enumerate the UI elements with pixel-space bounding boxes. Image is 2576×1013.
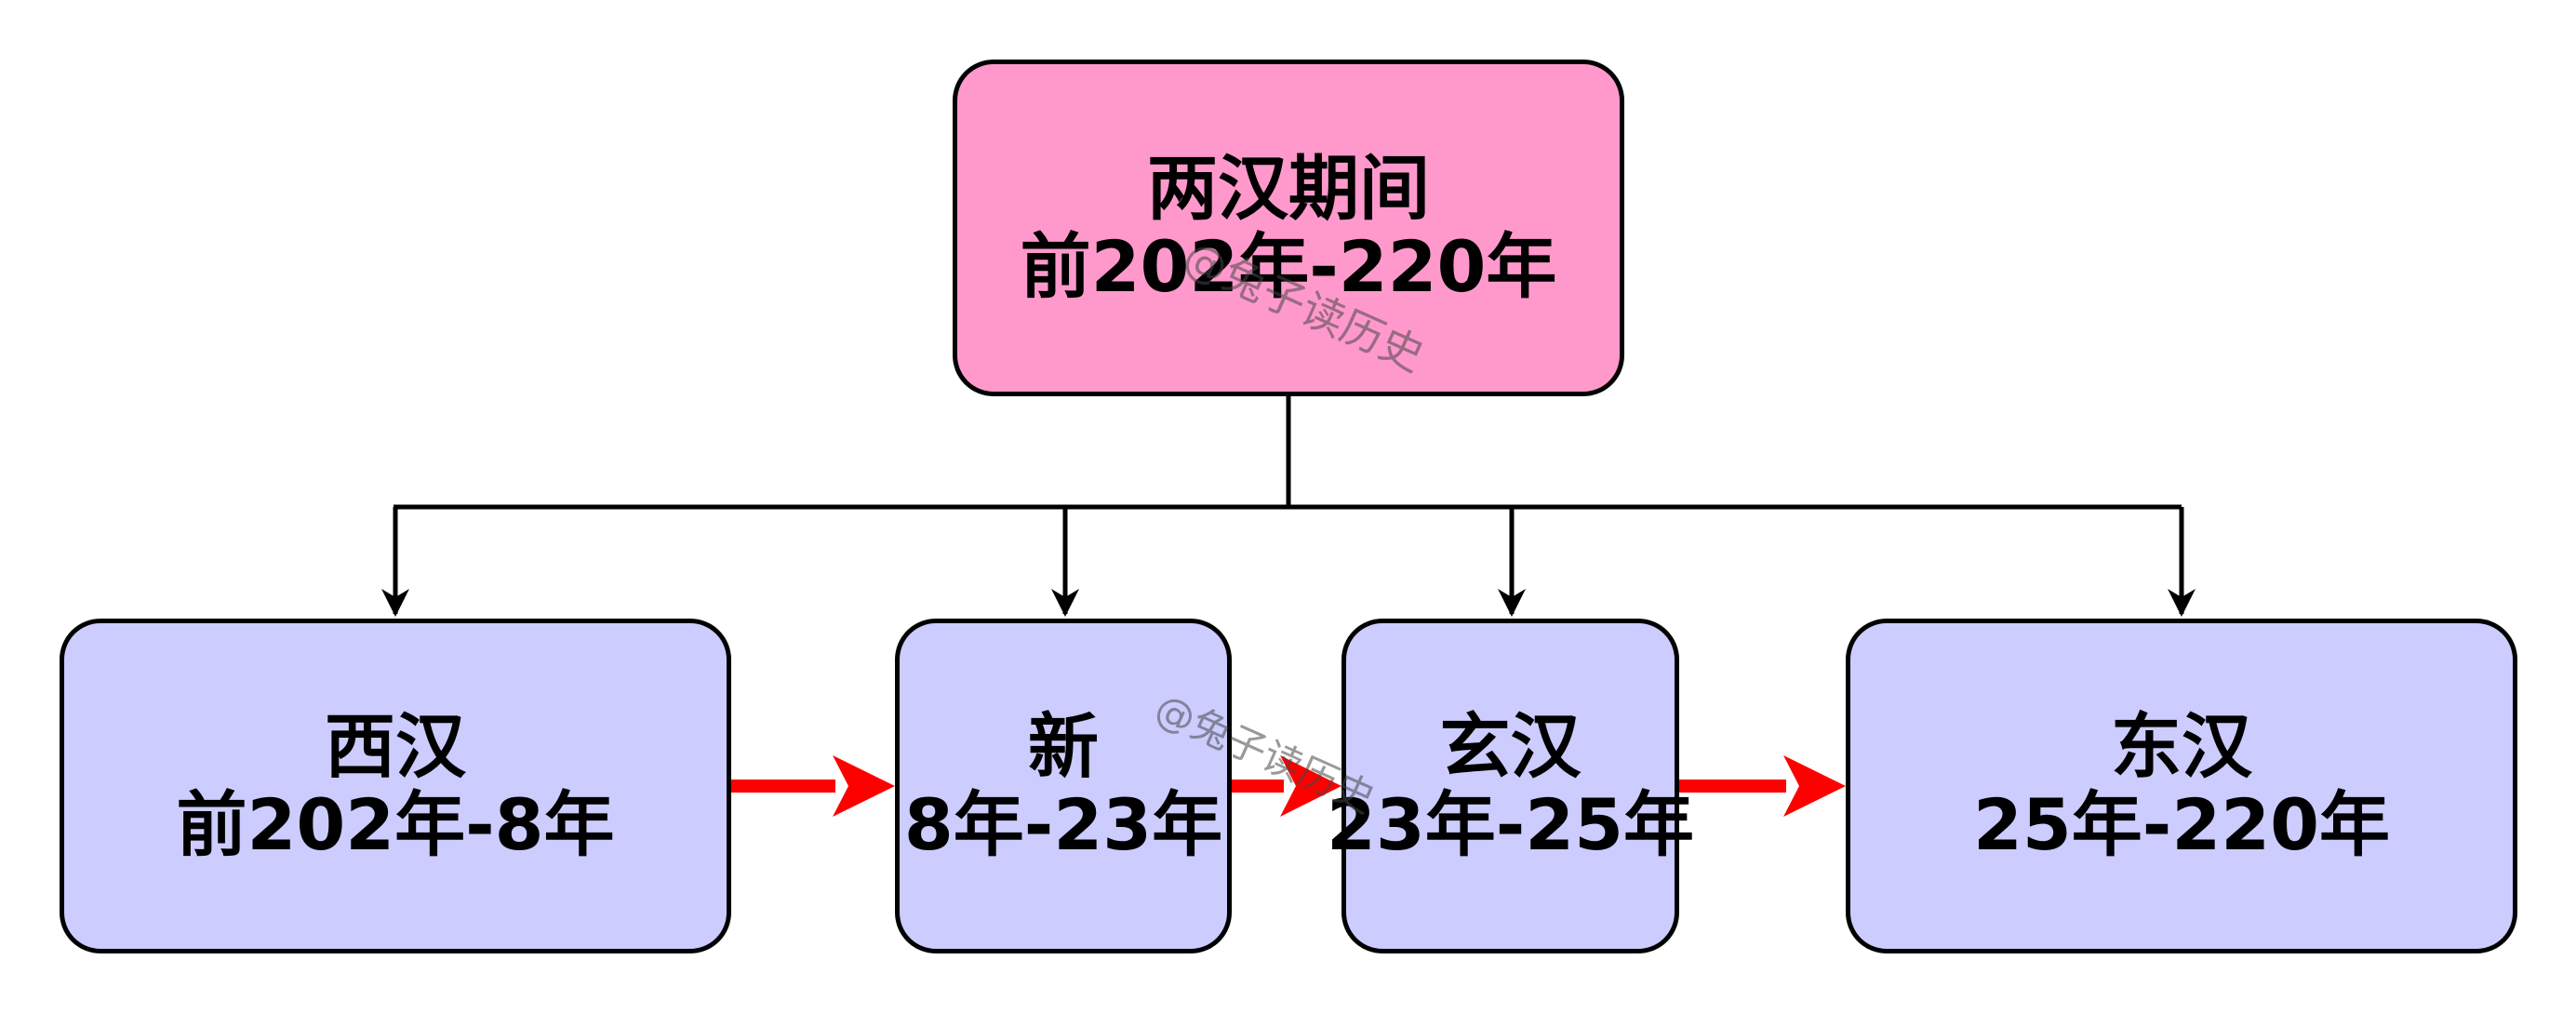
sequence-arrow-1 xyxy=(731,755,895,817)
node-title: 东汉 xyxy=(2111,705,2252,788)
root-node-two-han: 两汉期间 前202年-220年 xyxy=(953,60,1624,396)
node-eastern-han: 东汉 25年-220年 xyxy=(1846,619,2517,953)
node-xin: 新 8年-23年 xyxy=(895,619,1232,953)
node-title: 新 xyxy=(1028,705,1099,788)
node-period: 23年-25年 xyxy=(1326,783,1695,866)
root-node-title: 两汉期间 xyxy=(1147,147,1430,230)
node-period: 8年-23年 xyxy=(903,783,1223,866)
root-node-period: 前202年-220年 xyxy=(1020,225,1557,308)
node-period: 25年-220年 xyxy=(1973,783,2390,866)
sequence-arrow-3 xyxy=(1679,755,1846,817)
node-western-han: 西汉 前202年-8年 xyxy=(60,619,731,953)
node-title: 西汉 xyxy=(325,705,466,788)
node-xuan-han: 玄汉 23年-25年 xyxy=(1327,619,1694,953)
node-title: 玄汉 xyxy=(1439,705,1582,788)
node-period: 前202年-8年 xyxy=(176,783,615,866)
sequence-arrow-2 xyxy=(1232,755,1341,817)
